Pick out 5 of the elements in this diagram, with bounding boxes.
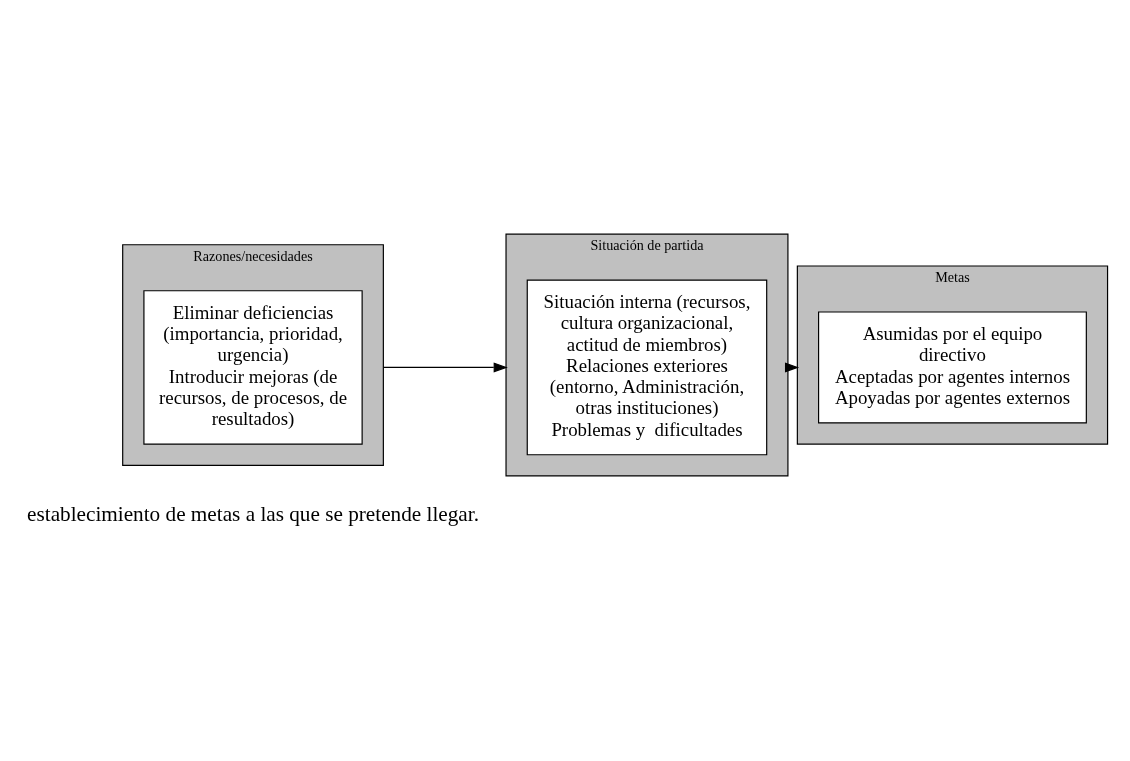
node-box: Situación interna (recursos, cultura organizacional, actitud de miembros) Relaciones exteriores (entorno, Administración, otras instituciones) Problemas y dificultades <box>526 279 768 455</box>
label: establecimiento de metas a las que se pretende llegar. <box>27 501 479 526</box>
node-box: Asumidas por el equipo directivo Aceptadas por agentes internos Apoyadas por agentes externos <box>818 310 1087 423</box>
node-box: Eliminar deficiencias (importancia, prioridad, urgencia) Introducir mejoras (de recursos, de procesos, de resultados) <box>143 289 363 445</box>
arrow <box>382 361 508 372</box>
